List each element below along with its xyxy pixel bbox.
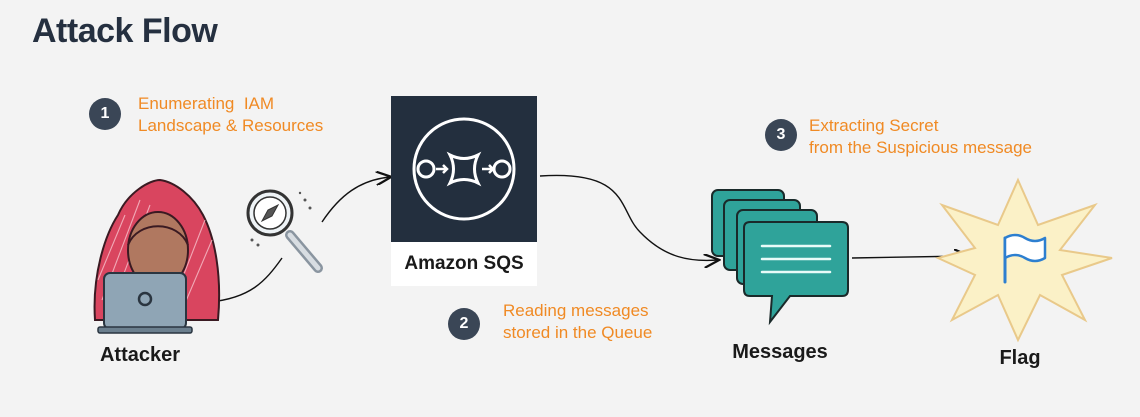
sqs-label-box [391,242,537,286]
amazon-sqs-icon [391,96,537,242]
step-1-line1: Enumerating IAM [138,94,275,113]
step-2-number: 2 [459,315,469,332]
arrow-attacker-to-sqs [209,177,390,303]
step-1-line2: Landscape & Resources [138,116,324,135]
arrow-sqs-to-messages [539,174,718,260]
step-2-line2: stored in the Queue [503,323,653,342]
step-3-badge: 3 [765,119,797,151]
page-title: Attack Flow [32,12,218,50]
step-3-text: Extracting Secret from the Suspicious me… [809,115,1032,159]
flag-starburst-icon [935,177,1113,343]
sqs-label: Amazon SQS [404,253,524,274]
step-3-line2: from the Suspicious message [809,138,1032,157]
step-3-line1: Extracting Secret [809,116,939,135]
step-1-number: 1 [100,105,110,122]
step-1-badge: 1 [89,98,121,130]
message-stack-icon [711,189,849,326]
magnifying-glass-compass-icon [246,189,323,273]
attacker-label: Attacker [99,344,181,366]
step-2-badge: 2 [448,308,480,340]
step-2-line1: Reading messages [503,301,649,320]
flag-label: Flag [999,347,1041,369]
messages-label: Messages [732,341,828,363]
hooded-hacker-icon [93,178,221,334]
step-3-number: 3 [776,126,786,143]
step-2-text: Reading messages stored in the Queue [503,300,652,344]
step-1-text: Enumerating IAM Landscape & Resources [138,93,323,137]
